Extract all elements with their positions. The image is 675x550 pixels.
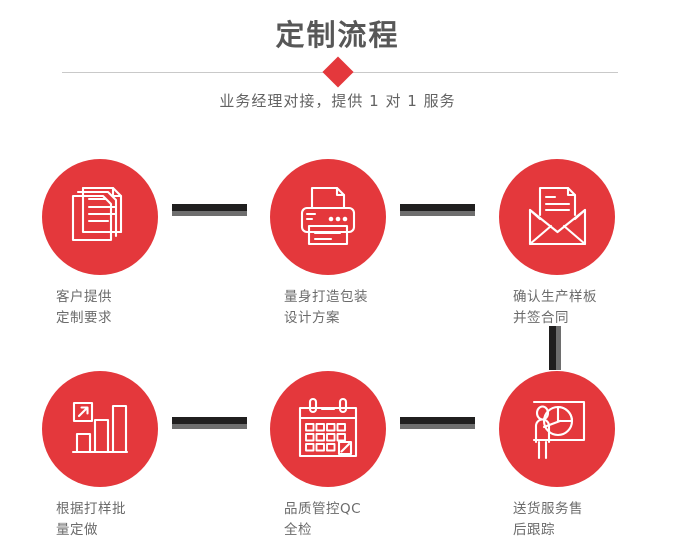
process-flow-diagram: 客户提供 定制要求 量身打造包装 设计方案 [0,130,675,550]
documents-icon [71,186,123,242]
flow-step-6-label: 送货服务售 后跟踪 [513,501,583,538]
flow-step-6-circle [499,371,615,487]
connector-step2-step3 [400,204,475,216]
connector-step1-step2 [172,204,247,216]
flow-step-3-label: 确认生产样板 并签合同 [513,289,597,326]
connector-bar [172,204,247,211]
presentation-icon [532,400,586,460]
flow-step-4-label: 根据打样批 量定做 [56,501,126,538]
header: 定制流程 业务经理对接，提供 1 对 1 服务 [0,0,675,130]
flow-step-4-circle [42,371,158,487]
connector-bar [172,417,247,424]
bar-chart-icon [71,401,129,454]
connector-step3-step6 [549,326,561,370]
envelope-icon [528,186,587,246]
page-title: 定制流程 [275,18,400,52]
connector-shadow [556,326,561,370]
connector-shadow [400,424,475,429]
page-subtitle: 业务经理对接，提供 1 对 1 服务 [219,92,456,110]
connector-bar [549,326,556,370]
flow-step-2-circle [270,159,386,275]
flow-step-2-label: 量身打造包装 设计方案 [284,289,368,326]
diamond-icon [322,56,354,88]
flow-step-1-label: 客户提供 定制要求 [56,289,112,326]
flow-step-5-label: 品质管控QC 全检 [284,501,362,538]
calendar-icon [298,397,358,458]
flow-step-3-circle [499,159,615,275]
connector-step4-step5 [172,417,247,429]
connector-step5-step6 [400,417,475,429]
connector-shadow [172,424,247,429]
printer-icon [300,186,356,246]
connector-bar [400,417,475,424]
flow-step-1-circle [42,159,158,275]
connector-bar [400,204,475,211]
connector-shadow [400,211,475,216]
flow-step-5-circle [270,371,386,487]
connector-shadow [172,211,247,216]
